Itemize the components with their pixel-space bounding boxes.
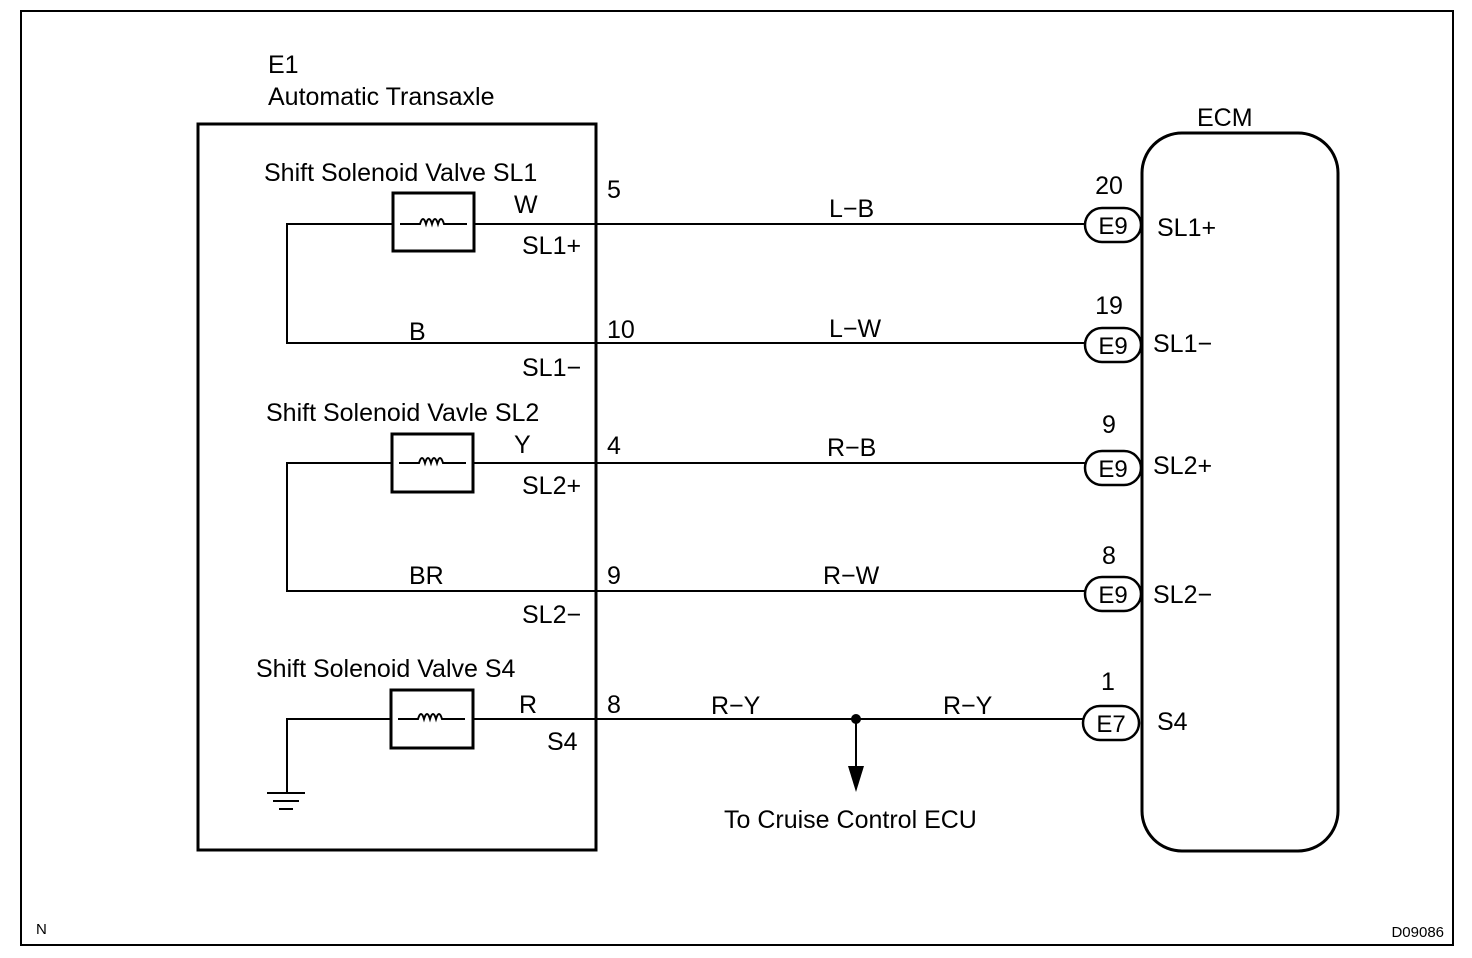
- sl2-minus-pin: 9: [607, 562, 621, 590]
- sl1-minus-color: B: [409, 318, 426, 346]
- connector-e7: [1081, 704, 1141, 742]
- sl1-plus-terminal: SL1+: [522, 232, 581, 260]
- sl2-plus-pin: 4: [607, 432, 621, 460]
- wire-color-label: L−W: [829, 315, 882, 343]
- solenoid-sl2-coil-icon: [399, 457, 466, 467]
- s4-plus-terminal: S4: [547, 728, 578, 756]
- sl2-plus-color: Y: [514, 431, 531, 459]
- s4-plus-pin: 8: [607, 691, 621, 719]
- outer-frame: [20, 10, 1454, 946]
- solenoid-s4-coil-icon: [398, 713, 465, 723]
- ecm-pin-number: 20: [1095, 172, 1123, 200]
- ecm-pin-number: 8: [1102, 542, 1116, 570]
- footer-right-code: D09086: [1391, 924, 1444, 941]
- connector-e9: [1083, 575, 1143, 613]
- wire-color-label: R−W: [823, 562, 880, 590]
- module-name: Automatic Transaxle: [268, 83, 495, 111]
- ecm-name: ECM: [1197, 104, 1253, 132]
- ecm-terminal-name: S4: [1157, 708, 1188, 736]
- sl2-minus-color: BR: [409, 562, 444, 590]
- branch-arrow-icon: [848, 766, 864, 792]
- s4-plus-color: R: [519, 691, 537, 719]
- ecm-terminal-name: SL2−: [1153, 581, 1212, 609]
- ecm-terminal-name: SL2+: [1153, 452, 1212, 480]
- connector-label: E9: [1098, 213, 1127, 240]
- connector-e9: [1083, 449, 1143, 487]
- s4-ground-wire: [286, 718, 391, 792]
- module-id: E1: [268, 51, 299, 79]
- solenoid-sl1-coil-icon: [400, 218, 467, 228]
- connector-label: E9: [1098, 333, 1127, 360]
- ecm-pin-number: 9: [1102, 411, 1116, 439]
- ecm-pin-number: 19: [1095, 292, 1123, 320]
- connector-label: E9: [1098, 456, 1127, 483]
- wire-color-label: R−Y: [711, 692, 761, 720]
- connector-e9: [1083, 326, 1143, 364]
- e1-module-box: [196, 122, 598, 852]
- ecm-terminal-name: SL1+: [1157, 214, 1216, 242]
- solenoid-sl1-name: Shift Solenoid Valve SL1: [264, 159, 537, 187]
- branch-label: To Cruise Control ECU: [724, 806, 977, 834]
- sl1-plus-pin: 5: [607, 176, 621, 204]
- sl2-minus-terminal: SL2−: [522, 601, 581, 629]
- wire-color-label: L−B: [829, 195, 874, 223]
- sl1-return-wire: [286, 223, 596, 344]
- solenoid-sl2-name: Shift Solenoid Vavle SL2: [266, 399, 539, 427]
- solenoid-sl1-coil-box: [391, 191, 476, 253]
- wire-color-label: R−B: [827, 434, 876, 462]
- connector-label: E7: [1096, 711, 1125, 738]
- sl1-minus-terminal: SL1−: [522, 354, 581, 382]
- connector-label: E9: [1098, 582, 1127, 609]
- connector-e9: [1083, 206, 1143, 244]
- solenoid-s4-name: Shift Solenoid Valve S4: [256, 655, 516, 683]
- sl2-plus-terminal: SL2+: [522, 472, 581, 500]
- ecm-pin-number: 1: [1101, 668, 1115, 696]
- footer-left-code: N: [36, 921, 47, 938]
- wire-color-label-after-branch: R−Y: [943, 692, 993, 720]
- ecm-terminal-name: SL1−: [1153, 330, 1212, 358]
- sl1-minus-pin: 10: [607, 316, 635, 344]
- sl2-return-wire: [286, 462, 596, 592]
- ground-icon: [267, 792, 305, 810]
- ecm-box: [1140, 131, 1340, 853]
- sl1-plus-color: W: [514, 191, 538, 219]
